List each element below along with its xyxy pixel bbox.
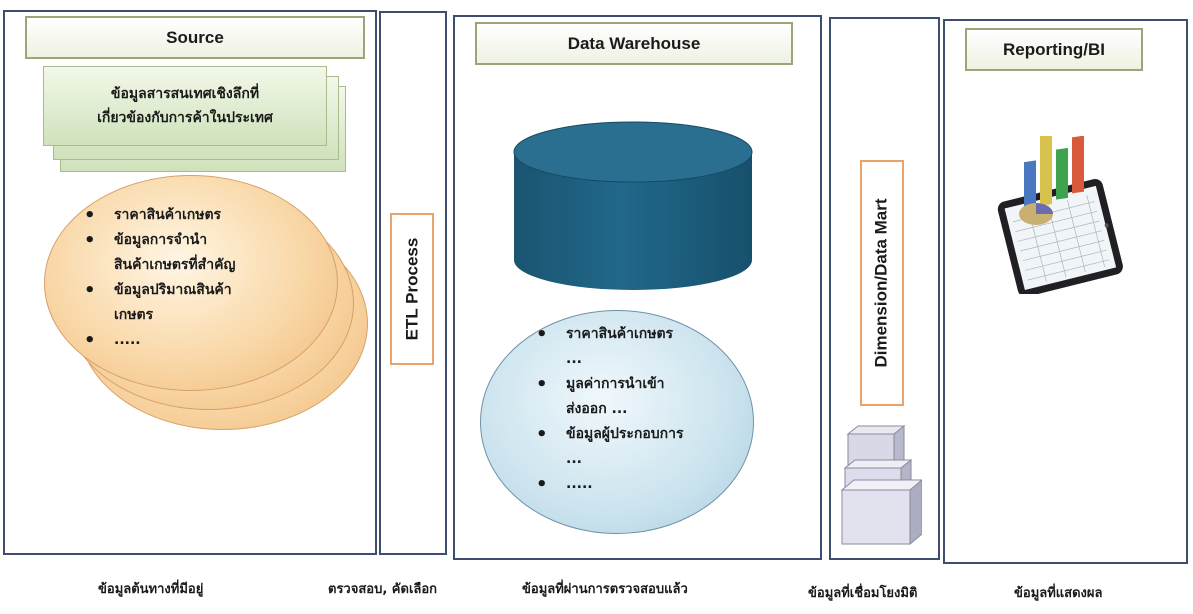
dw-bullet-text: .....: [566, 476, 593, 492]
source-bullet-list: ราคาสินค้าเกษตร ข้อมูลการจำนำสินค้าเกษตร…: [84, 203, 235, 353]
mart-bottom-label: ข้อมูลที่เชื่อมโยงมิติ: [808, 586, 918, 601]
source-bullet-text: เกษตร: [114, 307, 154, 323]
data-mart-title-text: Dimension/Data Mart: [872, 198, 891, 368]
reporting-panel: [943, 19, 1188, 564]
dw-bullet-item: ราคาสินค้าเกษตร...: [536, 322, 684, 372]
dw-bottom-label: ข้อมูลที่ผ่านการตรวจสอบแล้ว: [522, 582, 688, 597]
reporting-title: Reporting/BI: [965, 28, 1143, 71]
source-bullet-text: สินค้าเกษตรที่สำคัญ: [114, 257, 236, 273]
source-bottom-label: ข้อมูลต้นทางที่มีอยู่: [98, 582, 204, 597]
dw-bullet-text: ...: [566, 351, 582, 367]
source-bullet-item: ข้อมูลการจำนำสินค้าเกษตรที่สำคัญ: [84, 228, 235, 278]
dw-bullet-item: มูลค่าการนำเข้าส่งออก ...: [536, 372, 684, 422]
dw-bullet-text: มูลค่าการนำเข้า: [566, 376, 665, 392]
dw-bullet-text: ข้อมูลผู้ประกอบการ: [566, 426, 684, 442]
etl-bottom-label: ตรวจสอบ, คัดเลือก: [328, 582, 438, 597]
source-bullet-text: ราคาสินค้าเกษตร: [114, 207, 222, 223]
source-card-line-1: ข้อมูลสารสนเทศเชิงลึกที่: [110, 86, 260, 102]
tablet-chart-icon: [997, 136, 1123, 294]
source-bullet-text: .....: [114, 332, 141, 348]
data-mart-title: Dimension/Data Mart: [860, 160, 904, 406]
dw-bullet-item: ข้อมูลผู้ประกอบการ...: [536, 422, 684, 472]
source-card-line-2: เกี่ยวข้องกับการค้าในประเทศ: [97, 110, 273, 126]
source-bullet-item: ราคาสินค้าเกษตร: [84, 203, 235, 228]
etl-title-text: ETL Process: [402, 237, 421, 341]
source-title: Source: [25, 16, 365, 59]
dw-bullet-text: ...: [566, 451, 582, 467]
dw-bullet-text: ราคาสินค้าเกษตร: [566, 326, 674, 342]
dw-bullet-list: ราคาสินค้าเกษตร... มูลค่าการนำเข้าส่งออก…: [536, 322, 684, 497]
dw-bullet-text: ส่งออก ...: [566, 401, 628, 417]
source-bullet-item: .....: [84, 328, 235, 353]
reporting-bottom-label: ข้อมูลที่แสดงผล: [1014, 586, 1103, 601]
source-bullet-text: ข้อมูลการจำนำ: [114, 232, 208, 248]
source-bullet-text: ข้อมูลปริมาณสินค้า: [114, 282, 232, 298]
source-bullet-item: ข้อมูลปริมาณสินค้าเกษตร: [84, 278, 235, 328]
data-warehouse-title: Data Warehouse: [475, 22, 793, 65]
database-cylinder-icon: [513, 121, 753, 290]
source-card-front: ข้อมูลสารสนเทศเชิงลึกที่ เกี่ยวข้องกับกา…: [43, 66, 327, 146]
dw-bullet-item: .....: [536, 472, 684, 497]
data-cubes-icon: [840, 424, 922, 546]
etl-title: ETL Process: [390, 213, 434, 365]
